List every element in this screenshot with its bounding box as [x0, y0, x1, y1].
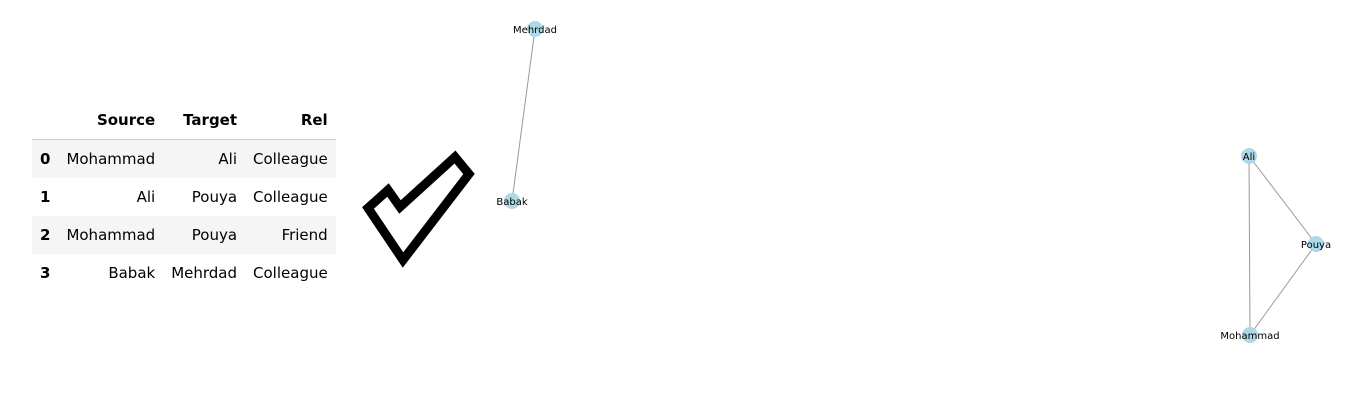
table-header-row: Source Target Rel [32, 101, 336, 140]
row-index: 0 [40, 150, 51, 168]
graph-node-label: Pouya [1301, 240, 1331, 251]
checkmark-icon [362, 150, 475, 268]
target-cell: Mehrdad [171, 264, 238, 282]
index-header [32, 101, 59, 140]
table-row: 0 Mohammad Ali Colleague [32, 139, 336, 178]
graph-node-label: Ali [1243, 152, 1255, 163]
graph-node [1241, 148, 1257, 164]
target-cell: Ali [218, 150, 238, 168]
edge-layer [511, 28, 1317, 336]
rel-cell: Friend [281, 226, 328, 244]
source-cell: Babak [108, 264, 156, 282]
row-index: 2 [40, 226, 51, 244]
target-cell: Pouya [191, 226, 238, 244]
dataframe-table: Source Target Rel 0 Mohammad Ali Colleag… [32, 101, 336, 292]
source-header: Source [58, 101, 164, 140]
target-cell: Pouya [191, 188, 238, 206]
graph-node-label: Mohammad [1220, 331, 1279, 342]
table-row: 2 Mohammad Pouya Friend [32, 216, 336, 254]
graph-node [527, 21, 543, 37]
graph-node-label: Babak [496, 197, 527, 208]
graph-node [1242, 327, 1258, 343]
rel-header: Rel [245, 101, 336, 140]
source-cell: Ali [136, 188, 156, 206]
source-cell: Mohammad [66, 226, 156, 244]
graph-node [1308, 236, 1324, 252]
table-row: 1 Ali Pouya Colleague [32, 178, 336, 216]
source-cell: Mohammad [66, 150, 156, 168]
row-index: 3 [40, 264, 51, 282]
graph-edge [1248, 155, 1251, 336]
graph-edge [1249, 243, 1317, 336]
graph-edge [511, 28, 536, 202]
rel-cell: Colleague [253, 264, 328, 282]
rel-cell: Colleague [253, 188, 328, 206]
graph-node [504, 193, 520, 209]
target-header: Target [163, 101, 246, 140]
rel-cell: Colleague [253, 150, 328, 168]
table-row: 3 Babak Mehrdad Colleague [32, 254, 336, 292]
graph-node-label: Mehrdad [513, 25, 557, 36]
graph-edge [1248, 155, 1317, 245]
row-index: 1 [40, 188, 51, 206]
